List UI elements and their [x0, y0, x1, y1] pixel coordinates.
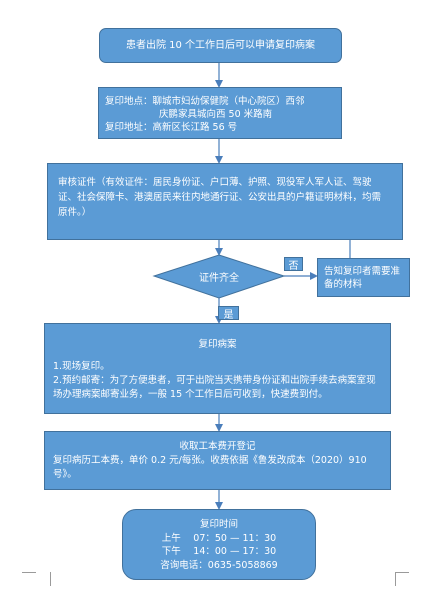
notify-text: 告知复印者需要准备的材料 — [324, 265, 401, 290]
fee-title: 收取工本费开登记 — [179, 441, 256, 452]
decision-text: 证件齐全 — [199, 272, 239, 284]
address-line-3: 复印地址：高新区长江路 56 号 — [105, 122, 238, 133]
notify-node: 告知复印者需要准备的材料 — [317, 258, 410, 297]
yes-label-text: 是 — [223, 309, 234, 321]
copy-node: 复印病案 1.现场复印。 2.预约邮寄：为了方便患者，可于出院当天携带身份证和出… — [44, 323, 391, 414]
hours-node: 复印时间 上午 07：50 — 11：30 下午 14：00 — 17：30 咨… — [122, 509, 316, 580]
no-label: 否 — [284, 257, 303, 272]
address-line-2: 庆鹏家具城向西 50 米路南 — [159, 109, 273, 120]
documents-text: 审核证件（有效证件：居民身份证、户口薄、护照、现役军人军人证、驾驶证、社会保障卡… — [58, 177, 382, 218]
crop-mark-bottom-left-h — [22, 572, 36, 573]
fee-body: 复印病历工本费，单价 0.2 元/每张。收费依据《鲁发改成本（2020）910 … — [53, 455, 367, 480]
decision-label: 证件齐全 — [180, 268, 258, 284]
address-node: 复印地点：聊城市妇幼保健院（中心院区）西邻 庆鹏家具城向西 50 米路南 复印地… — [98, 87, 342, 139]
crop-mark-bottom-right-h — [395, 572, 409, 573]
hours-morning: 上午 07：50 — 11：30 — [161, 532, 277, 544]
no-label-text: 否 — [288, 260, 299, 272]
hours-phone: 咨询电话：0635-5058869 — [160, 559, 278, 571]
hours-title: 复印时间 — [199, 519, 238, 530]
address-line-1: 复印地点：聊城市妇幼保健院（中心院区）西邻 — [105, 96, 305, 107]
copy-item-1: 1.现场复印。 — [53, 361, 110, 372]
decision-diamond — [152, 254, 286, 299]
crop-mark-bottom-right — [395, 572, 410, 586]
copy-title: 复印病案 — [198, 339, 237, 350]
fee-node: 收取工本费开登记 复印病历工本费，单价 0.2 元/每张。收费依据《鲁发改成本（… — [44, 431, 391, 490]
crop-mark-bottom-left — [36, 572, 51, 586]
yes-label: 是 — [218, 306, 239, 321]
copy-item-2: 2.预约邮寄：为了方便患者，可于出院当天携带身份证和出院手续去病案室现场办理病案… — [53, 375, 376, 400]
start-node: 患者出院 10 个工作日后可以申请复印病案 — [99, 28, 342, 63]
documents-node: 审核证件（有效证件：居民身份证、户口薄、护照、现役军人军人证、驾驶证、社会保障卡… — [47, 163, 403, 240]
hours-afternoon: 下午 14：00 — 17：30 — [161, 546, 277, 557]
start-node-text: 患者出院 10 个工作日后可以申请复印病案 — [125, 40, 316, 51]
